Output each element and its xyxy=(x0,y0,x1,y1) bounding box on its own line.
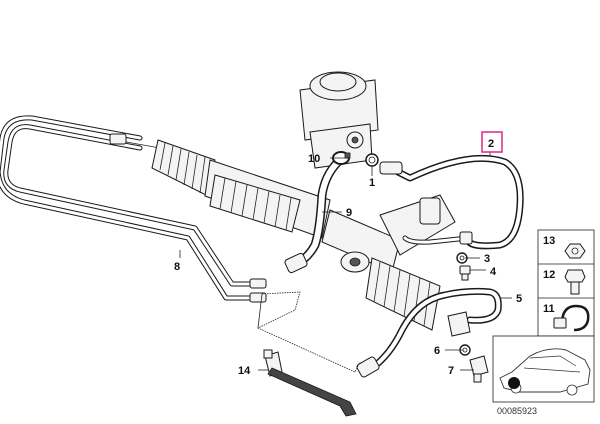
hose-clip-part-11[interactable] xyxy=(553,304,590,332)
steering-rack[interactable] xyxy=(109,133,456,331)
callout-13: 13 xyxy=(543,235,555,247)
callout-2-highlight[interactable]: 2 xyxy=(481,131,503,153)
callout-10: 10 xyxy=(308,153,320,165)
callout-4: 4 xyxy=(490,266,497,278)
cable-tie-part-14[interactable] xyxy=(263,349,357,417)
callout-3: 3 xyxy=(484,253,490,265)
callout-9: 9 xyxy=(346,207,352,219)
pressure-hose-part-2[interactable] xyxy=(379,154,524,250)
bolt-part-7[interactable] xyxy=(469,355,489,383)
callout-8: 8 xyxy=(174,261,180,273)
return-hose-part-5[interactable] xyxy=(356,287,502,378)
cooling-loop-pipe[interactable] xyxy=(0,115,267,303)
leader-lines xyxy=(179,150,512,371)
bolt-part-12[interactable] xyxy=(564,269,586,295)
callout-11: 11 xyxy=(543,303,555,315)
nut-part-13[interactable] xyxy=(564,243,586,259)
reference-number: 00085923 xyxy=(497,406,537,416)
suction-hose-part-9[interactable] xyxy=(284,157,343,274)
callout-6: 6 xyxy=(434,345,440,357)
car-locator-inset xyxy=(492,335,595,403)
callout-7: 7 xyxy=(448,365,454,377)
callout-14: 14 xyxy=(238,365,251,377)
location-marker-icon xyxy=(508,377,520,389)
callout-1: 1 xyxy=(369,177,375,189)
sealing-ring-part-1[interactable] xyxy=(365,153,379,167)
assembly-outline xyxy=(257,291,361,373)
bolt-part-4[interactable] xyxy=(459,265,471,281)
callout-5: 5 xyxy=(516,293,522,305)
reservoir-pump[interactable] xyxy=(299,71,379,169)
callout-12: 12 xyxy=(543,269,555,281)
callout-2: 2 xyxy=(488,138,494,150)
